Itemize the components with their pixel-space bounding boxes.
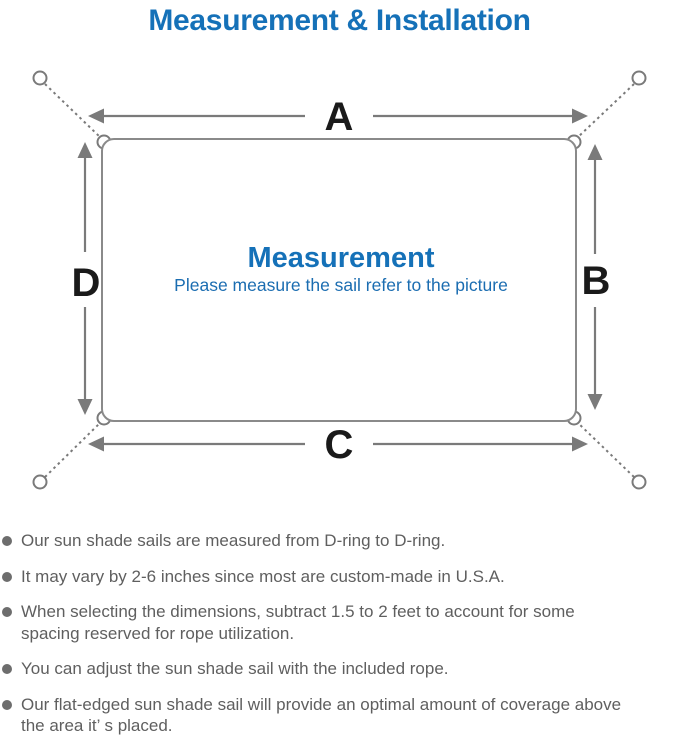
note-text: You can adjust the sun shade sail with t… — [21, 659, 449, 678]
bullet-icon — [2, 607, 12, 617]
arrowhead-up-icon — [77, 142, 93, 158]
sail-rectangle — [101, 138, 577, 422]
arrowhead-down-icon — [77, 399, 93, 415]
bullet-icon — [2, 664, 12, 674]
arrowhead-left-icon — [88, 436, 104, 452]
diagram-heading: Measurement — [248, 242, 435, 274]
anchor-ring-icon — [631, 474, 647, 490]
note-item: Our sun shade sails are measured from D-… — [2, 530, 637, 552]
anchor-ring-icon — [32, 474, 48, 490]
bullet-icon — [2, 699, 12, 710]
dimension-label-d: D — [72, 261, 101, 305]
dimension-label-c: C — [325, 423, 354, 467]
page-title: Measurement & Installation — [148, 4, 531, 37]
measurement-diagram: A C D B Measurement Please measure the s… — [32, 70, 647, 490]
note-text: It may vary by 2-6 inches since most are… — [21, 566, 505, 586]
rope-top-left-line — [44, 83, 102, 139]
arrowhead-down-icon — [587, 394, 603, 410]
note-item: Our flat-edged sun shade sail will provi… — [2, 694, 637, 737]
diagram-subheading: Please measure the sail refer to the pic… — [174, 275, 508, 295]
note-text: Our flat-edged sun shade sail will provi… — [21, 694, 622, 736]
arrowhead-up-icon — [587, 144, 603, 160]
notes-list: Our sun shade sails are measured from D-… — [0, 530, 679, 737]
anchor-ring-icon — [32, 70, 48, 86]
note-item: When selecting the dimensions, subtract … — [2, 601, 637, 644]
dimension-label-b: B — [582, 259, 611, 303]
bullet-icon — [2, 571, 12, 582]
rope-top-right-line — [576, 83, 635, 139]
arrowhead-left-icon — [88, 108, 104, 124]
note-item: You can adjust the sun shade sail with t… — [2, 658, 637, 680]
anchor-ring-icon — [631, 70, 647, 86]
arrowhead-right-icon — [572, 108, 588, 124]
arrowhead-right-icon — [572, 436, 588, 452]
rope-bottom-right-line — [576, 421, 635, 478]
note-text: Our sun shade sails are measured from D-… — [21, 531, 446, 550]
rope-bottom-left-line — [44, 421, 102, 478]
bullet-icon — [2, 536, 12, 546]
note-text: When selecting the dimensions, subtract … — [21, 602, 575, 643]
note-item: It may vary by 2-6 inches since most are… — [2, 566, 637, 588]
dimension-label-a: A — [325, 95, 354, 139]
